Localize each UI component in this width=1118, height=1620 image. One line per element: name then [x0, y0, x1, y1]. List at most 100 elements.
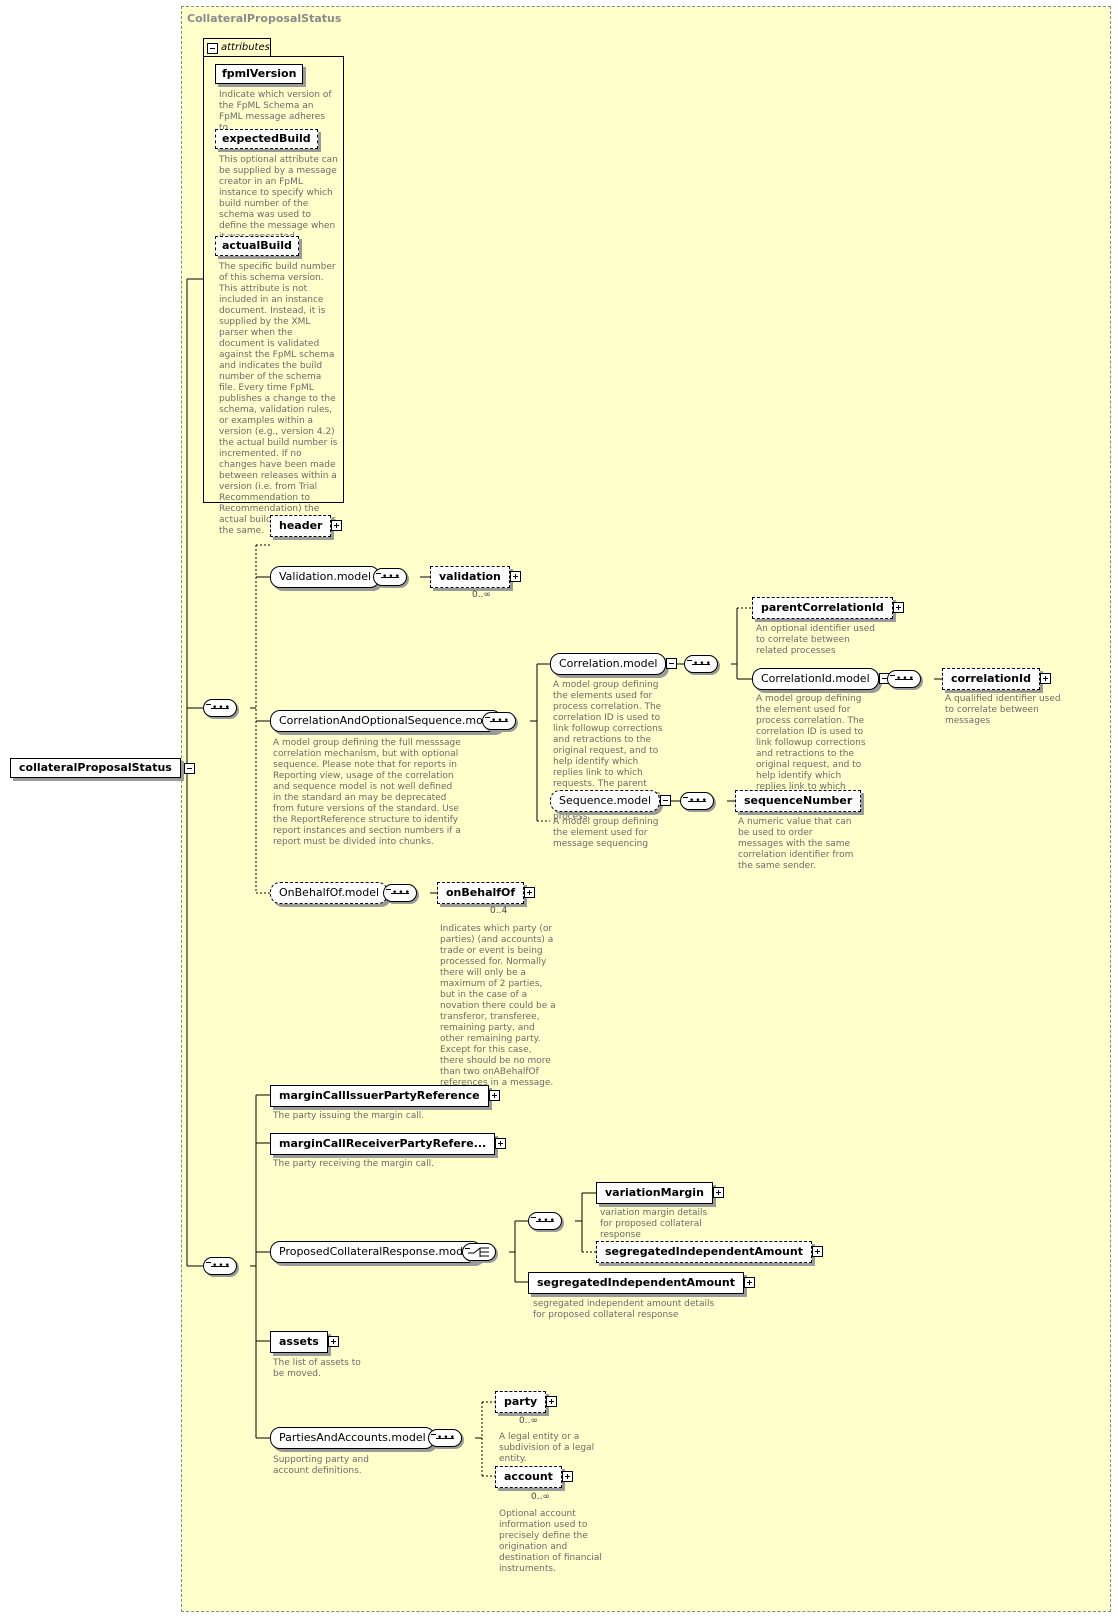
attribute-description: The specific build number of this schema…: [219, 262, 338, 536]
attribute-description: Indicate which version of the FpML Schem…: [219, 90, 332, 133]
sequence-compositor[interactable]: •••: [203, 699, 237, 717]
element-label: segregatedIndependentAmount: [605, 1245, 803, 1258]
group-description: A model group defining the element used …: [553, 817, 659, 849]
sequence-compositor[interactable]: •••: [482, 712, 516, 730]
group-description: A model group defining the full messsage…: [273, 738, 461, 847]
group-label: Correlation.model: [559, 657, 658, 670]
group-label: OnBehalfOf.model: [279, 886, 380, 899]
expand-icon[interactable]: [712, 1187, 724, 1198]
element-validation[interactable]: validation: [430, 563, 521, 588]
group-label: CorrelationAndOptionalSequence.mo...: [279, 714, 494, 727]
element-correlation-id[interactable]: correlationId: [942, 665, 1051, 690]
root-element[interactable]: collateralProposalStatus: [10, 758, 195, 778]
element-segregated-independent-amount[interactable]: segregatedIndependentAmount: [528, 1272, 755, 1294]
element-margin-call-receiver-party-reference[interactable]: marginCallReceiverPartyRefere...: [270, 1133, 507, 1155]
element-parent-correlation-id[interactable]: parentCorrelationId: [752, 594, 904, 619]
collapse-icon[interactable]: [660, 795, 672, 806]
group-on-behalf-of-model[interactable]: OnBehalfOf.model: [270, 882, 400, 904]
expand-icon[interactable]: [743, 1277, 755, 1288]
group-correlation-model[interactable]: Correlation.model: [550, 653, 678, 675]
group-sequence-model[interactable]: Sequence.model: [550, 790, 672, 812]
cardinality: 0..∞: [519, 1416, 538, 1426]
group-label: Validation.model: [279, 570, 372, 583]
element-description: The list of assets to be moved.: [273, 1358, 361, 1379]
group-correlation-and-optional-sequence-model[interactable]: CorrelationAndOptionalSequence.mo...: [270, 710, 514, 732]
sequence-compositor[interactable]: •••: [887, 670, 921, 688]
sequence-compositor[interactable]: •••: [680, 792, 714, 810]
collapse-icon[interactable]: [183, 763, 195, 774]
expand-icon[interactable]: [488, 1090, 500, 1101]
element-segregated-independent-amount-optional[interactable]: segregatedIndependentAmount: [596, 1241, 823, 1263]
group-proposed-collateral-response-model[interactable]: ProposedCollateralResponse.model: [270, 1241, 493, 1263]
attribute-actual-build[interactable]: actualBuild: [215, 236, 299, 256]
element-assets[interactable]: assets: [270, 1331, 339, 1353]
element-description: An optional identifier used to correlate…: [756, 624, 875, 656]
element-label: parentCorrelationId: [761, 601, 884, 614]
choice-compositor[interactable]: [462, 1243, 496, 1261]
element-on-behalf-of[interactable]: onBehalfOf: [437, 879, 536, 904]
choice-icon: [468, 1247, 489, 1257]
element-label: account: [504, 1470, 553, 1483]
element-description: A qualified identifier used to correlate…: [945, 694, 1061, 726]
expand-icon[interactable]: [892, 602, 904, 613]
attribute-fpml-version[interactable]: fpmlVersion: [215, 64, 304, 84]
group-correlation-id-model[interactable]: CorrelationId.model: [752, 668, 890, 690]
sequence-compositor[interactable]: •••: [203, 1257, 237, 1275]
group-description: A model group defining the element used …: [756, 694, 866, 803]
element-sequence-number[interactable]: sequenceNumber: [735, 790, 862, 812]
element-description: Indicates which party (or parties) (and …: [440, 924, 556, 1088]
expand-icon[interactable]: [561, 1471, 573, 1482]
expand-icon[interactable]: [546, 1396, 558, 1407]
group-label: PartiesAndAccounts.model: [279, 1431, 426, 1444]
element-description: A legal entity or a subdivision of a leg…: [499, 1432, 595, 1464]
group-description: Supporting party and account definitions…: [273, 1455, 369, 1476]
element-party[interactable]: party: [495, 1388, 558, 1413]
element-label: header: [279, 519, 323, 532]
diagram-title: CollateralProposalStatus: [187, 12, 342, 25]
sequence-compositor[interactable]: •••: [383, 884, 417, 902]
element-label: marginCallReceiverPartyRefere...: [279, 1137, 487, 1150]
element-label: sequenceNumber: [744, 794, 853, 807]
expand-icon[interactable]: [331, 520, 343, 531]
expand-icon[interactable]: [509, 571, 521, 582]
element-header[interactable]: header: [270, 515, 343, 537]
element-label: party: [504, 1395, 538, 1408]
element-label: assets: [279, 1335, 319, 1348]
group-parties-and-accounts-model[interactable]: PartiesAndAccounts.model: [270, 1427, 446, 1449]
collapse-icon[interactable]: [207, 43, 218, 54]
root-element-label: collateralProposalStatus: [19, 761, 172, 774]
sequence-compositor[interactable]: •••: [428, 1429, 462, 1447]
element-description: The party issuing the margin call.: [273, 1111, 425, 1121]
attribute-label: expectedBuild: [222, 132, 311, 145]
sequence-compositor[interactable]: •••: [528, 1212, 562, 1230]
element-margin-call-issuer-party-reference[interactable]: marginCallIssuerPartyReference: [270, 1085, 500, 1107]
group-label: CorrelationId.model: [761, 672, 870, 685]
element-label: validation: [439, 570, 501, 583]
attributes-tab-label: attributes: [221, 42, 270, 53]
sequence-compositor[interactable]: •••: [373, 568, 407, 586]
group-validation-model[interactable]: Validation.model: [270, 566, 392, 588]
element-label: marginCallIssuerPartyReference: [279, 1089, 480, 1102]
expand-icon[interactable]: [811, 1246, 823, 1257]
element-description: A numeric value that can be used to orde…: [738, 817, 854, 871]
cardinality: 0..4: [490, 906, 508, 916]
element-variation-margin[interactable]: variationMargin: [596, 1182, 724, 1204]
element-description: segregated independent amount details fo…: [533, 1299, 715, 1320]
expand-icon[interactable]: [495, 1138, 507, 1149]
element-label: onBehalfOf: [446, 886, 516, 899]
attributes-tab[interactable]: attributes: [203, 38, 271, 56]
expand-icon[interactable]: [327, 1336, 339, 1347]
attribute-label: fpmlVersion: [222, 67, 297, 80]
attribute-description: This optional attribute can be supplied …: [219, 155, 338, 242]
attribute-expected-build[interactable]: expectedBuild: [215, 129, 318, 149]
collapse-icon[interactable]: [666, 658, 678, 669]
attribute-label: actualBuild: [222, 239, 292, 252]
expand-icon[interactable]: [1039, 673, 1051, 684]
group-label: ProposedCollateralResponse.model: [279, 1245, 473, 1258]
group-label: Sequence.model: [559, 794, 652, 807]
cardinality: 0..∞: [472, 590, 491, 600]
expand-icon[interactable]: [524, 887, 536, 898]
sequence-compositor[interactable]: •••: [684, 655, 718, 673]
element-account[interactable]: account: [495, 1463, 573, 1488]
